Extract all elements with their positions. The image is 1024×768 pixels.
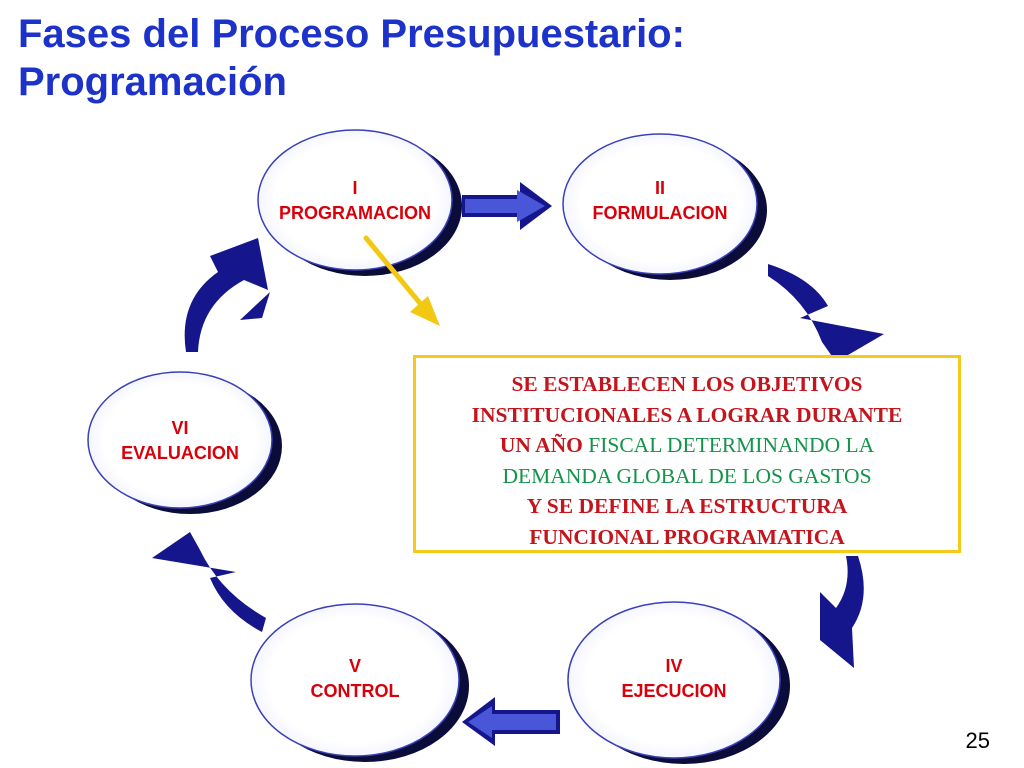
arrow-i-to-ii [462, 182, 552, 230]
phase-name: CONTROL [310, 681, 400, 701]
ellipse-phase-iv [567, 601, 790, 764]
slide-title: Fases del Proceso Presupuestario: Progra… [18, 10, 685, 106]
phase-label-i: I PROGRAMACION [255, 176, 455, 226]
phase-name: PROGRAMACION [279, 203, 431, 223]
callout-line-3: UN AÑO FISCAL DETERMINANDO LA [416, 430, 958, 461]
page-number: 25 [965, 728, 990, 753]
callout-line-1: SE ESTABLECEN LOS OBJETIVOS [511, 372, 863, 396]
phase-numeral: IV [665, 656, 683, 676]
phase-numeral: VI [171, 418, 189, 438]
phase-name: FORMULACION [592, 203, 728, 223]
phase-numeral: I [352, 178, 358, 198]
callout-line-2: INSTITUCIONALES A LOGRAR DURANTE [471, 402, 903, 427]
arrow-iv-to-v [462, 697, 560, 746]
callout-line-3-green: FISCAL DETERMINANDO LA [582, 433, 875, 457]
callout-line-6: FUNCIONAL PROGRAMATICA [529, 524, 845, 549]
curved-arrow-ii-to-iii [768, 264, 884, 362]
ellipse-phase-v [250, 603, 469, 762]
phase-numeral: II [654, 178, 665, 198]
slide-title-line-1: Fases del Proceso Presupuestario: [18, 12, 685, 56]
slide-title-line-2: Programación [18, 60, 287, 104]
ellipse-phase-i [257, 129, 462, 276]
phase-name: EVALUACION [121, 443, 239, 463]
yellow-pointer-arrow [363, 235, 440, 326]
phase-label-iv: IV EJECUCION [574, 654, 774, 704]
curved-arrow-v-to-vi [152, 532, 266, 632]
curved-arrow-iii-to-iv [820, 556, 864, 668]
phase-label-vi: VI EVALUACION [80, 416, 280, 466]
phase-label-v: V CONTROL [255, 654, 455, 704]
callout-line-3-red: UN AÑO [499, 433, 583, 457]
curved-arrow-vi-to-i [184, 238, 270, 352]
phase-label-ii: II FORMULACION [560, 176, 760, 226]
ellipse-phase-ii [562, 133, 767, 280]
callout-line-4: DEMANDA GLOBAL DE LOS GASTOS [502, 463, 872, 488]
ellipse-phase-vi [87, 371, 282, 514]
callout-line-5: Y SE DEFINE LA ESTRUCTURA [526, 494, 848, 518]
programacion-description-box: SE ESTABLECEN LOS OBJETIVOS INSTITUCIONA… [413, 355, 961, 553]
phase-numeral: V [348, 656, 361, 676]
phase-name: EJECUCION [621, 681, 727, 701]
